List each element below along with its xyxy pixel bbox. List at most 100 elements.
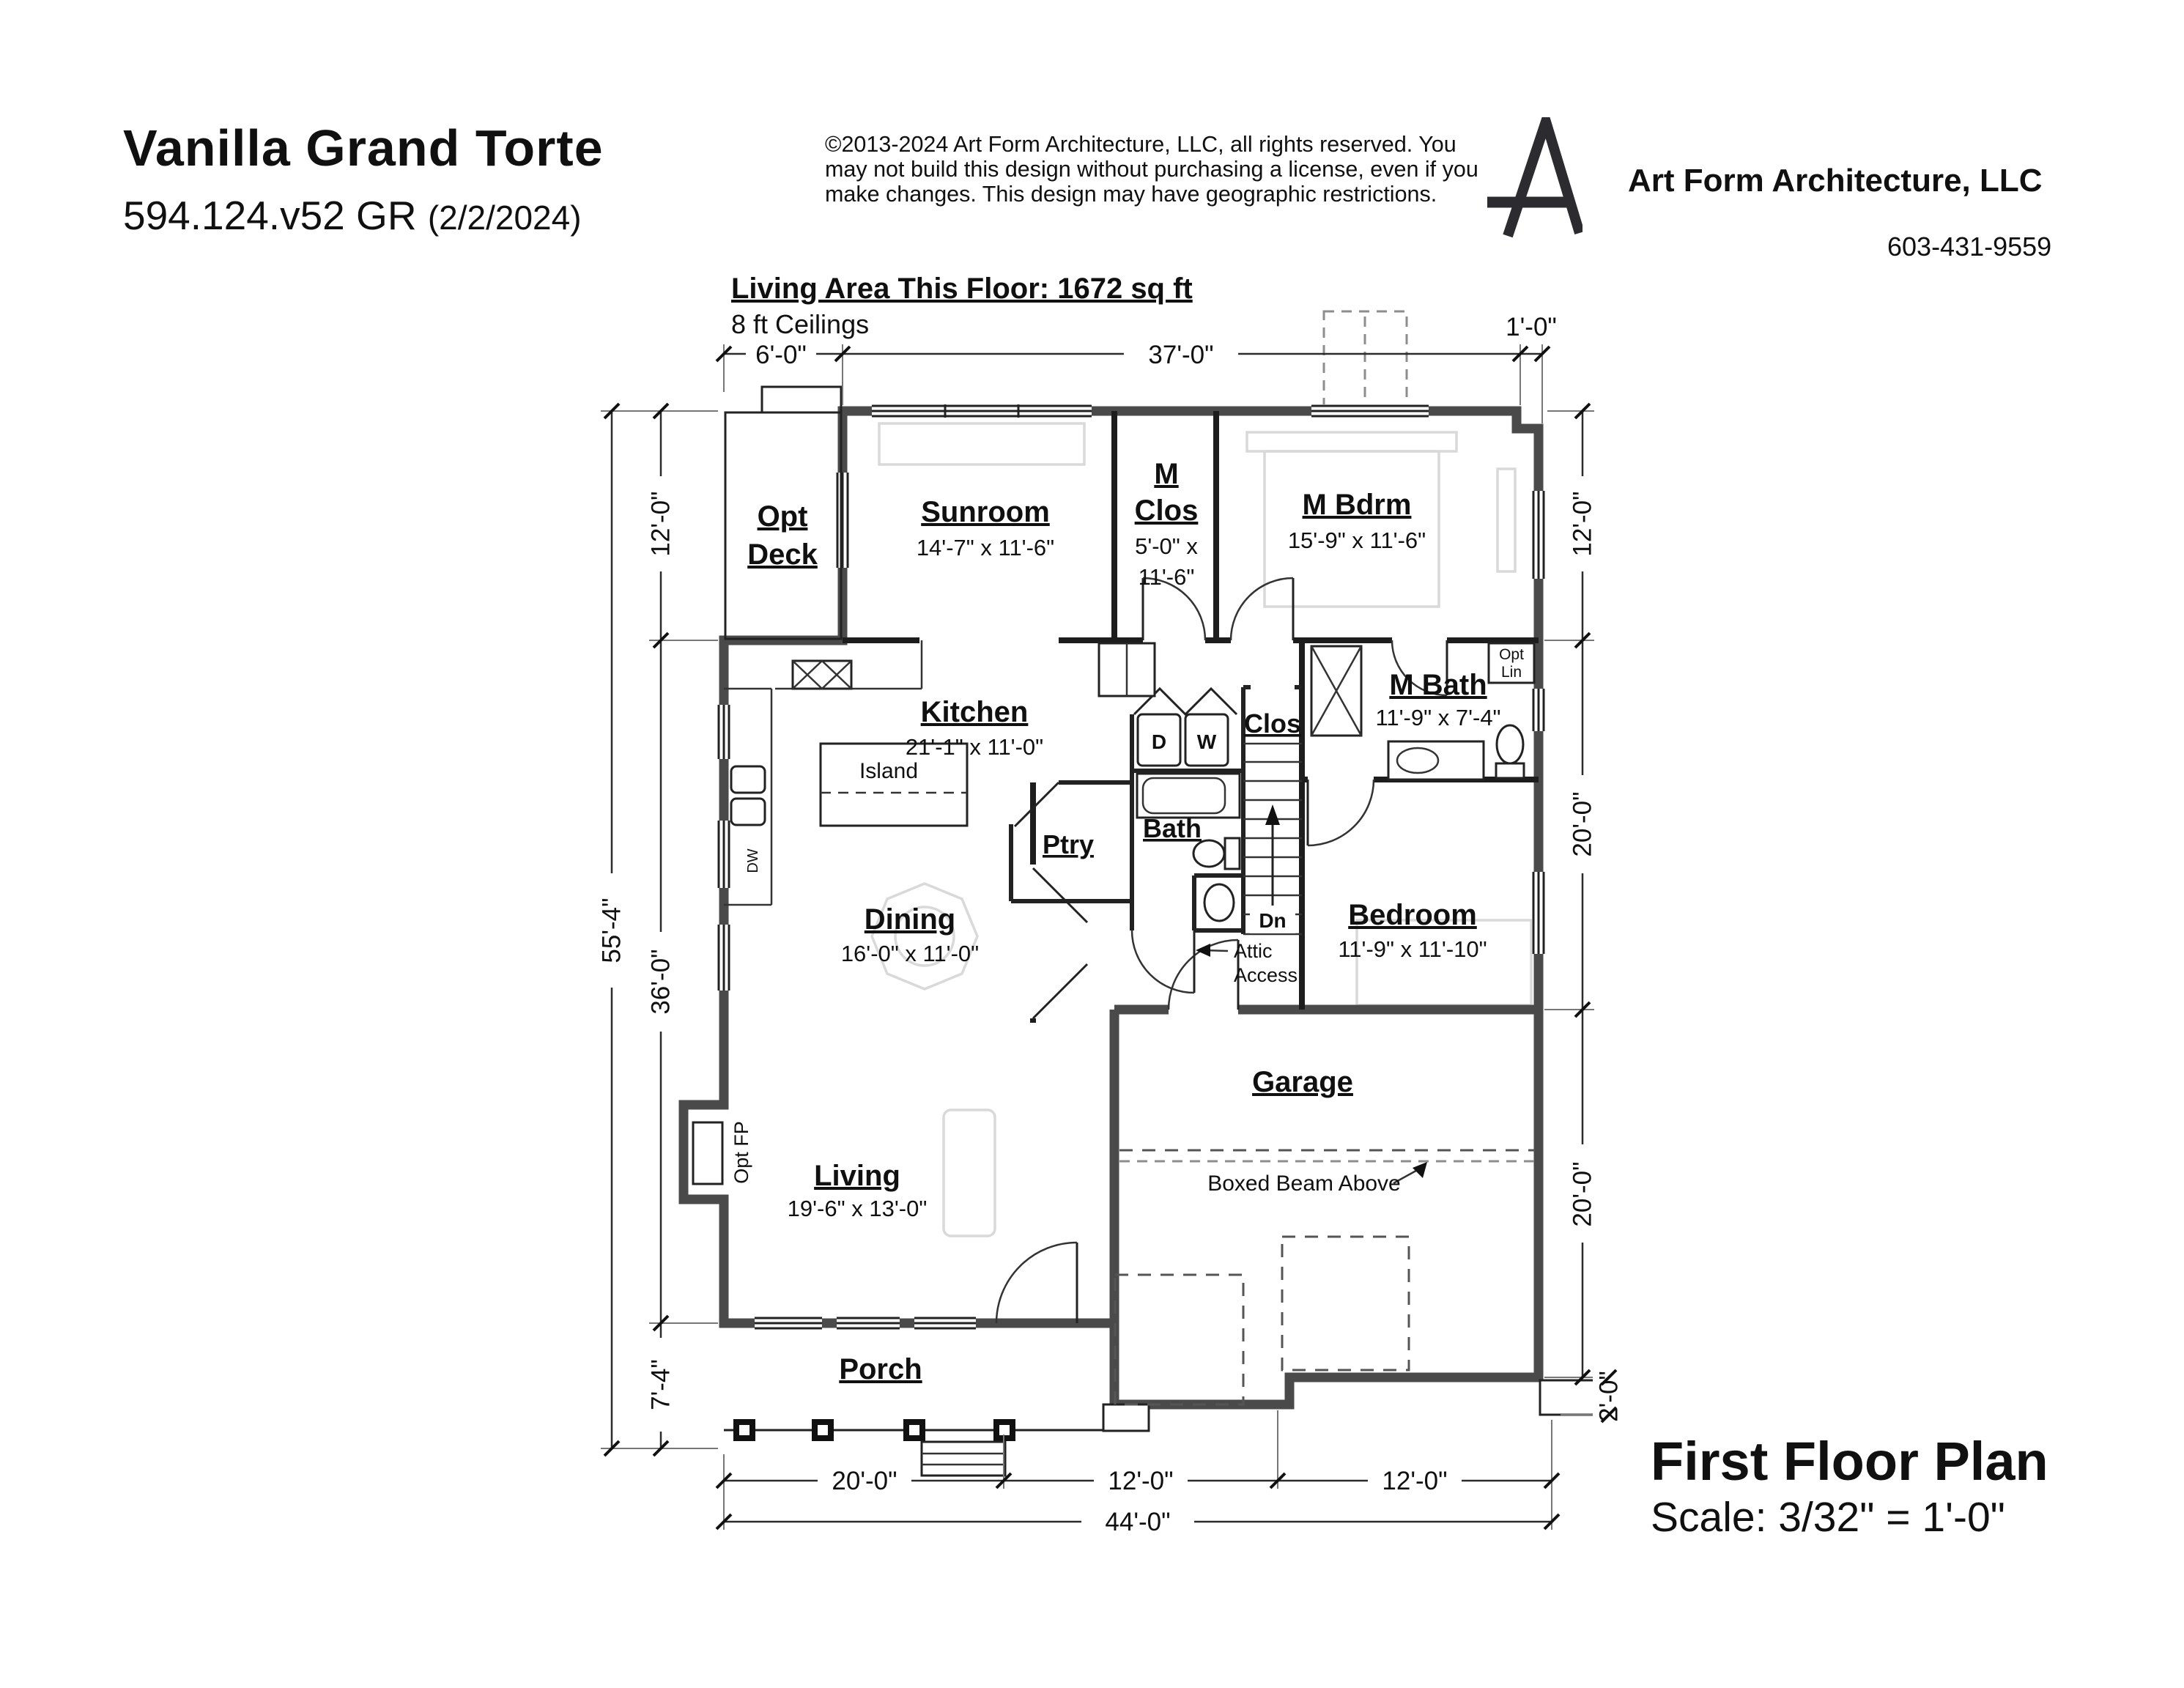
room-label-opt-deck-1: Opt	[758, 500, 808, 533]
room-label-opt-deck-2: Deck	[747, 538, 818, 571]
room-label-mclos-1: M	[1154, 458, 1178, 490]
plan-number: 594.124.v52 GR	[123, 193, 417, 238]
room-dims-dining: 16'-0" x 11'-0"	[841, 941, 979, 966]
furniture	[870, 422, 1533, 1237]
stairs-down-label: Dn	[1259, 909, 1286, 932]
room-label-mclos-2: Clos	[1135, 495, 1199, 527]
company-logo-icon	[1487, 104, 1585, 242]
dim-right-low: 20'-0"	[1569, 1161, 1597, 1226]
windows-living-bottom	[755, 1317, 976, 1330]
dim-bottom-garage-2: 12'-0"	[1382, 1467, 1447, 1495]
room-label-kitchen: Kitchen	[921, 696, 1029, 728]
page-title: Vanilla Grand Torte	[123, 119, 604, 177]
door-mbdrm	[1229, 577, 1295, 641]
door-bath	[1130, 930, 1196, 994]
window-mbath-right	[1532, 689, 1545, 731]
room-label-bath: Bath	[1143, 813, 1202, 843]
windows	[717, 404, 1545, 1330]
room-dims-mbath: 11'-9" x 7'-4"	[1375, 705, 1500, 730]
plan-date: (2/2/2024)	[427, 199, 582, 237]
bath-fixtures	[1136, 772, 1241, 922]
porch-structure	[724, 1379, 1604, 1477]
washer-label: W	[1197, 730, 1217, 753]
room-label-ptry: Ptry	[1043, 829, 1094, 859]
opt-linen-label-2: Lin	[1501, 664, 1522, 681]
refrigerator-icon	[1097, 642, 1156, 697]
island-label: Island	[859, 759, 918, 783]
laundry-appliances: D W	[1136, 713, 1229, 767]
double-doors-dining	[1032, 867, 1089, 1020]
room-label-mbath: M Bath	[1389, 669, 1487, 701]
dim-right-mid: 20'-0"	[1569, 791, 1597, 856]
garage-details: Boxed Beam Above	[1114, 1149, 1535, 1406]
living-area-heading: Living Area This Floor: 1672 sq ft	[731, 273, 1193, 305]
room-label-living: Living	[814, 1160, 900, 1192]
garage-stoop	[1102, 1403, 1150, 1432]
dim-top-deck: 6'-0"	[755, 341, 807, 369]
garage-door-left	[1114, 1273, 1245, 1406]
plan-number-row: 594.124.v52 GR (2/2/2024)	[123, 192, 582, 239]
range-icon	[791, 659, 853, 690]
kitchen-island: Island	[819, 742, 969, 827]
company-phone: 603-431-9559	[1887, 232, 2052, 262]
dim-top-jog: 1'-0"	[1506, 313, 1557, 341]
door-pantry	[1013, 781, 1060, 828]
toilet-mbath-icon	[1495, 724, 1525, 780]
opt-linen-closet: Opt Lin	[1487, 642, 1536, 684]
copyright-line-3: make changes. This design may have geogr…	[825, 182, 1437, 207]
porch-posts	[733, 1419, 1015, 1441]
door-mbath	[1391, 640, 1448, 697]
window-sunroom-top	[872, 404, 1092, 418]
boxed-beam-label: Boxed Beam Above	[1207, 1171, 1401, 1196]
opt-linen-label-1: Opt	[1499, 646, 1524, 663]
dim-bottom-porch: 20'-0"	[832, 1467, 897, 1495]
room-dims-kitchen: 21'-1" x 11'-0"	[906, 734, 1043, 760]
room-label-mbdrm: M Bdrm	[1303, 489, 1412, 521]
room-dims-mbdrm: 15'-9" x 11'-6"	[1288, 528, 1426, 553]
window-sunroom-left	[836, 473, 849, 568]
room-label-porch: Porch	[839, 1353, 922, 1385]
floor-plan-scale: Scale: 3/32" = 1'-0"	[1651, 1494, 2005, 1541]
copyright-line-2: may not build this design without purcha…	[825, 157, 1478, 182]
dryer-label: D	[1152, 730, 1166, 753]
dim-left-top: 12'-0"	[647, 491, 675, 556]
dimension-lines: 6'-0" 37'-0" 1'-0" 20'-0" 12'-0" 12'-0" …	[595, 313, 1625, 1537]
shower-icon	[1310, 645, 1363, 737]
attic-access-label-1: Attic	[1234, 940, 1273, 962]
dim-top-main: 37'-0"	[1148, 341, 1213, 369]
door-mclos	[1141, 577, 1207, 641]
window-bedroom-right	[1532, 872, 1545, 954]
room-dims-living: 19'-6" x 13'-0"	[788, 1196, 928, 1221]
front-steps	[920, 1440, 1007, 1477]
ceiling-height: 8 ft Ceilings	[731, 309, 870, 339]
room-label-sunroom: Sunroom	[921, 496, 1050, 528]
copyright-block: ©2013-2024 Art Form Architecture, LLC, a…	[825, 132, 1478, 207]
garage-door-right	[1281, 1235, 1410, 1372]
window-mbdrm-right	[1532, 491, 1545, 579]
vanity-icon	[1387, 740, 1485, 781]
door-bedroom	[1306, 779, 1375, 847]
window-mbdrm-top	[1311, 404, 1429, 418]
room-label-garage: Garage	[1252, 1066, 1353, 1098]
doors	[995, 577, 1448, 1324]
room-dims-mclos-1: 5'-0" x	[1135, 533, 1198, 559]
room-dims-sunroom: 14'-7" x 11'-6"	[917, 535, 1054, 560]
staircase: Dn	[1243, 742, 1302, 936]
room-label-bedroom: Bedroom	[1348, 899, 1477, 931]
opt-fireplace-label: Opt FP	[730, 1121, 752, 1184]
dim-bottom-total: 44'-0"	[1105, 1508, 1170, 1536]
door-garage-hall	[1167, 939, 1240, 1010]
room-dims-bedroom: 11'-9" x 11'-10"	[1338, 936, 1487, 962]
room-label-dining: Dining	[865, 903, 955, 936]
kitchen-fixtures: DW Island	[724, 640, 1156, 906]
bifold-laundry	[1133, 686, 1238, 717]
interior-walls	[843, 411, 1539, 1023]
dim-left-porch: 7'-4"	[647, 1359, 675, 1410]
dishwasher-label: DW	[745, 848, 761, 873]
floor-plan-title: First Floor Plan	[1651, 1431, 2048, 1492]
attic-access-note: Attic Access	[1196, 940, 1298, 986]
copyright-line-1: ©2013-2024 Art Form Architecture, LLC, a…	[825, 132, 1456, 157]
dim-left-mid: 36'-0"	[647, 949, 675, 1014]
